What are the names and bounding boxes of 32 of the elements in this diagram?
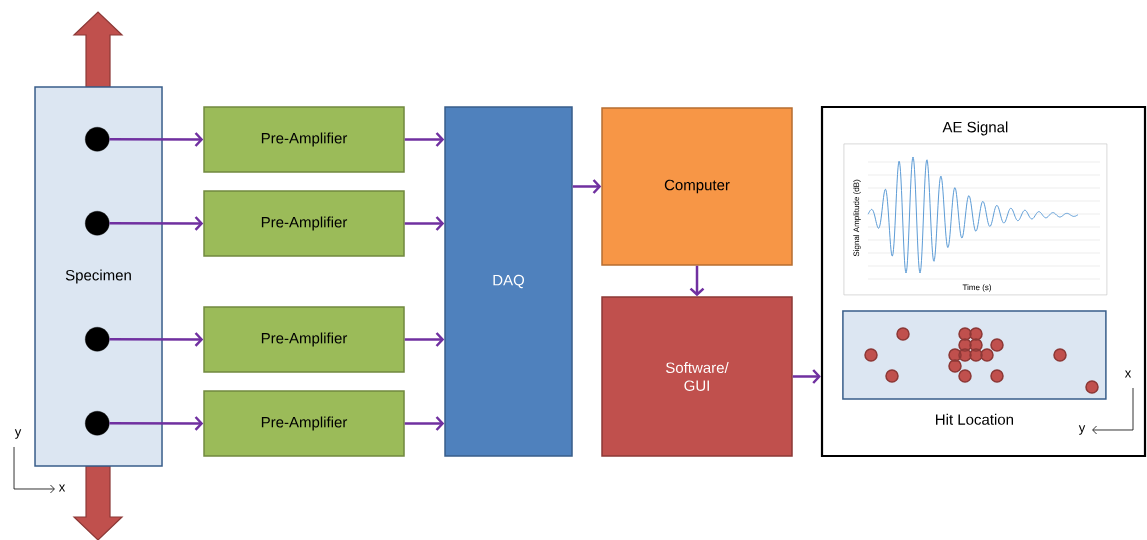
arrow xyxy=(404,216,445,231)
amplifier-box: Pre-Amplifier xyxy=(203,306,405,373)
computer-box: Computer xyxy=(601,107,793,266)
specimen-box: Specimen xyxy=(34,86,163,467)
arrow xyxy=(109,216,204,231)
axis-label: x xyxy=(1124,370,1132,378)
hit-location-map: Hit Location xyxy=(842,310,1107,425)
arrow xyxy=(404,332,445,347)
axis-title: Signal Amplitude (dB) xyxy=(853,179,861,257)
arrow xyxy=(109,416,204,431)
node-label: Hit Location xyxy=(936,413,1014,425)
arrow xyxy=(572,179,602,194)
daq-box: DAQ xyxy=(444,106,573,457)
arrow xyxy=(109,332,204,347)
sensor-dot xyxy=(85,127,110,152)
amplifier-box: Pre-Amplifier xyxy=(203,106,405,173)
arrow xyxy=(404,416,445,431)
sensor-dot xyxy=(85,411,110,436)
sensor-dot xyxy=(85,211,110,236)
arrow xyxy=(792,369,821,384)
amplifier-box: Pre-Amplifier xyxy=(203,390,405,457)
axis-label: y xyxy=(14,429,22,439)
arrow xyxy=(109,132,204,147)
sensor-dot xyxy=(85,327,110,352)
software-box: Software/ GUI xyxy=(601,296,793,457)
arrow xyxy=(404,132,445,147)
amplifier-box: Pre-Amplifier xyxy=(203,190,405,257)
axis-title: Time (s) xyxy=(962,284,991,292)
arrow xyxy=(689,265,705,297)
node-label: AE Signal xyxy=(942,121,1008,136)
axis-label: x xyxy=(58,484,66,492)
axis-label: y xyxy=(1078,425,1086,435)
